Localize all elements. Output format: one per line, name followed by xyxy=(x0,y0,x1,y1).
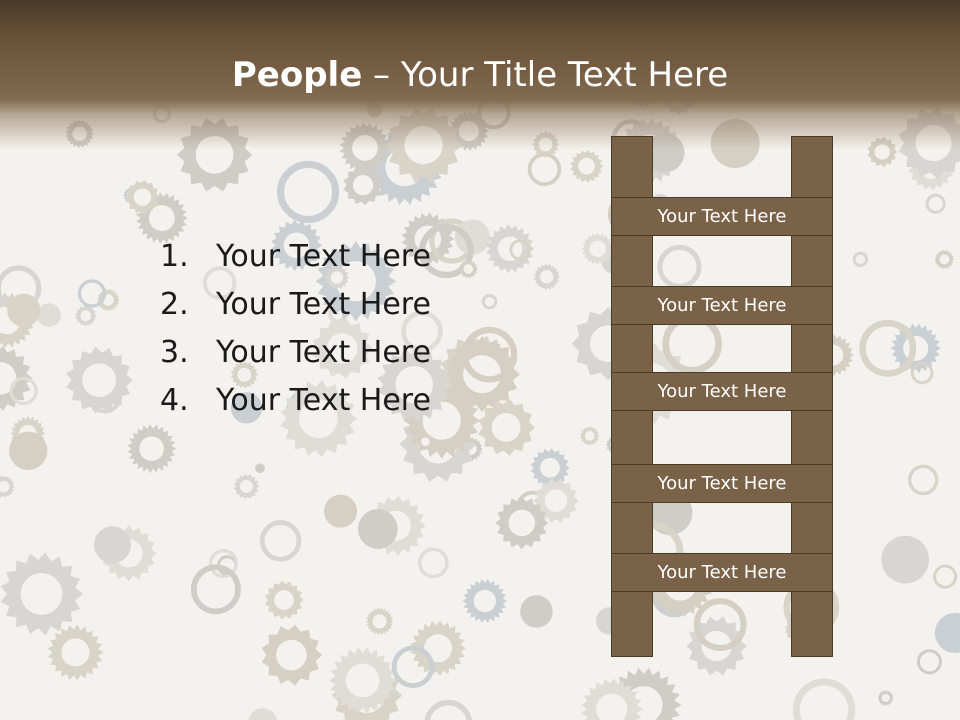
ladder-rung-4[interactable]: Your Text Here xyxy=(611,464,833,503)
list-number: 1. xyxy=(160,238,189,274)
ladder-rung-2[interactable]: Your Text Here xyxy=(611,286,833,325)
list-number: 2. xyxy=(160,286,189,322)
list-item: 2. Your Text Here xyxy=(160,280,431,328)
list-item-text: Your Text Here xyxy=(216,286,431,322)
numbered-list[interactable]: 1. Your Text Here 2. Your Text Here 3. Your… xyxy=(160,232,431,424)
list-item: 3. Your Text Here xyxy=(160,328,431,376)
ladder-rung-1[interactable]: Your Text Here xyxy=(611,197,833,236)
slide-title-rest: – Your Title Text Here xyxy=(362,55,729,95)
ladder-graphic: Your Text Here Your Text Here Your Text … xyxy=(611,136,833,657)
list-item: 1. Your Text Here xyxy=(160,232,431,280)
list-item-text: Your Text Here xyxy=(216,238,431,274)
slide-title[interactable]: People – Your Title Text Here xyxy=(0,55,960,95)
list-item-text: Your Text Here xyxy=(216,382,431,418)
list-number: 4. xyxy=(160,382,189,418)
list-item: 4. Your Text Here xyxy=(160,376,431,424)
list-item-text: Your Text Here xyxy=(216,334,431,370)
title-bar xyxy=(0,0,960,150)
ladder-rung-5[interactable]: Your Text Here xyxy=(611,553,833,592)
list-number: 3. xyxy=(160,334,189,370)
ladder-rung-3[interactable]: Your Text Here xyxy=(611,372,833,411)
slide-title-bold: People xyxy=(231,55,363,95)
